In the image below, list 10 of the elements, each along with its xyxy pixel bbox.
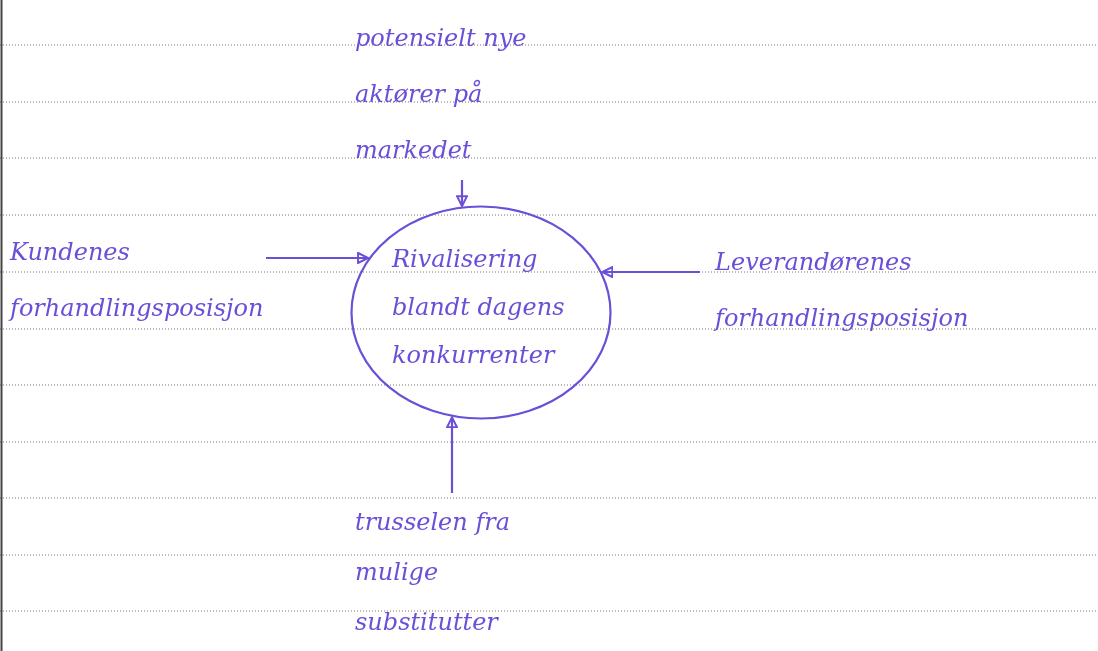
ellipse-text: Rivalisering blandt dagens konkurrenter bbox=[392, 244, 566, 371]
force-text: Kundenes forhandlingsposisjon bbox=[10, 237, 260, 324]
arrow bbox=[601, 266, 700, 278]
force-text: trusselen fra mulige substitutter bbox=[355, 507, 512, 638]
force-text: potensielt nye aktører på markedet bbox=[355, 23, 528, 166]
arrow bbox=[456, 180, 468, 208]
arrow bbox=[266, 252, 370, 264]
force-text: Leverandørenes forhandlingsposisjon bbox=[715, 247, 970, 334]
rivalry-ellipse bbox=[350, 205, 612, 420]
arrow bbox=[446, 416, 458, 493]
